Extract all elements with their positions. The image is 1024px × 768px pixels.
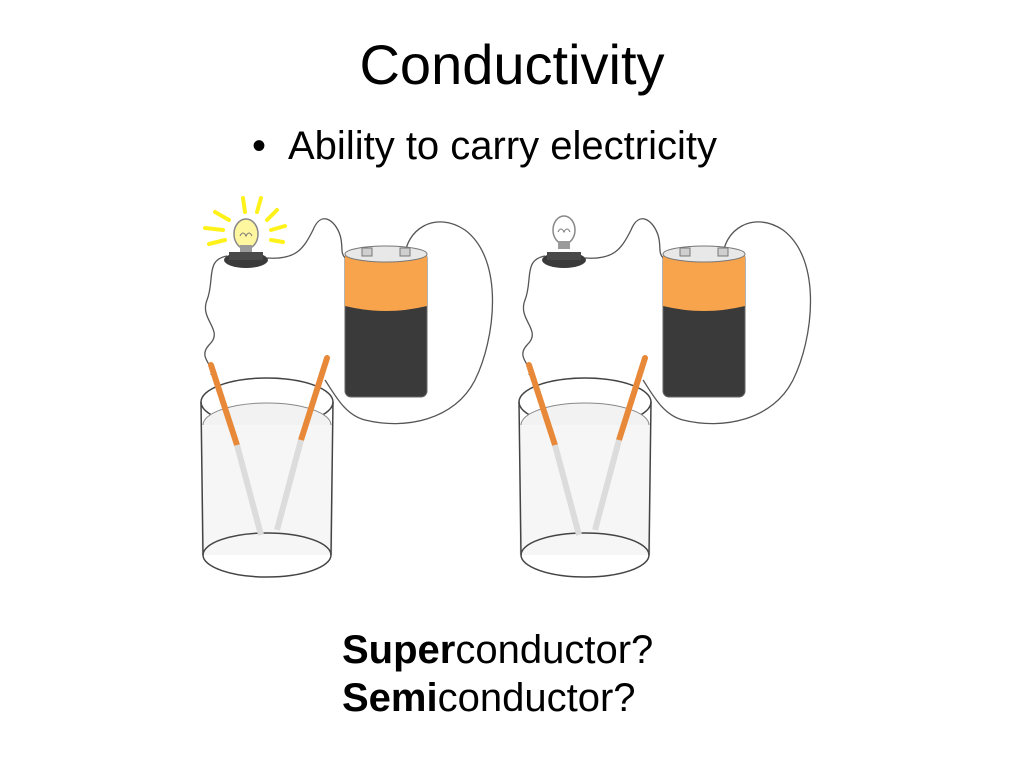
bulb-glass [552,215,576,245]
question-superconductor: Superconductor? [342,626,653,674]
wire [204,255,228,376]
circuit-lit [200,196,494,578]
question-block: Superconductor? Semiconductor? [342,626,653,722]
bulb-glow-rays [203,196,287,246]
circuit-unlit [518,215,812,578]
question-prefix: Semi [342,676,438,720]
bullet-list: • Ability to carry electricity [250,122,717,170]
battery [662,245,746,398]
wire [642,221,812,425]
bulb-glass [233,218,259,250]
conductivity-illustration [200,196,812,578]
electrodes [208,355,330,536]
question-suffix: conductor? [455,628,654,672]
bullet-marker: • [252,124,267,168]
question-prefix: Super [342,628,456,672]
bullet-text: Ability to carry electricity [288,124,717,168]
beaker [200,377,334,578]
wire [522,255,546,376]
question-semiconductor: Semiconductor? [342,674,653,722]
wire [324,221,494,425]
beaker [518,377,652,578]
electrodes [526,355,648,536]
wire [266,218,361,263]
question-suffix: conductor? [437,676,636,720]
slide-title: Conductivity [359,33,665,96]
bullet-item: • Ability to carry electricity [250,122,717,170]
wire [584,218,679,263]
battery [344,245,428,398]
